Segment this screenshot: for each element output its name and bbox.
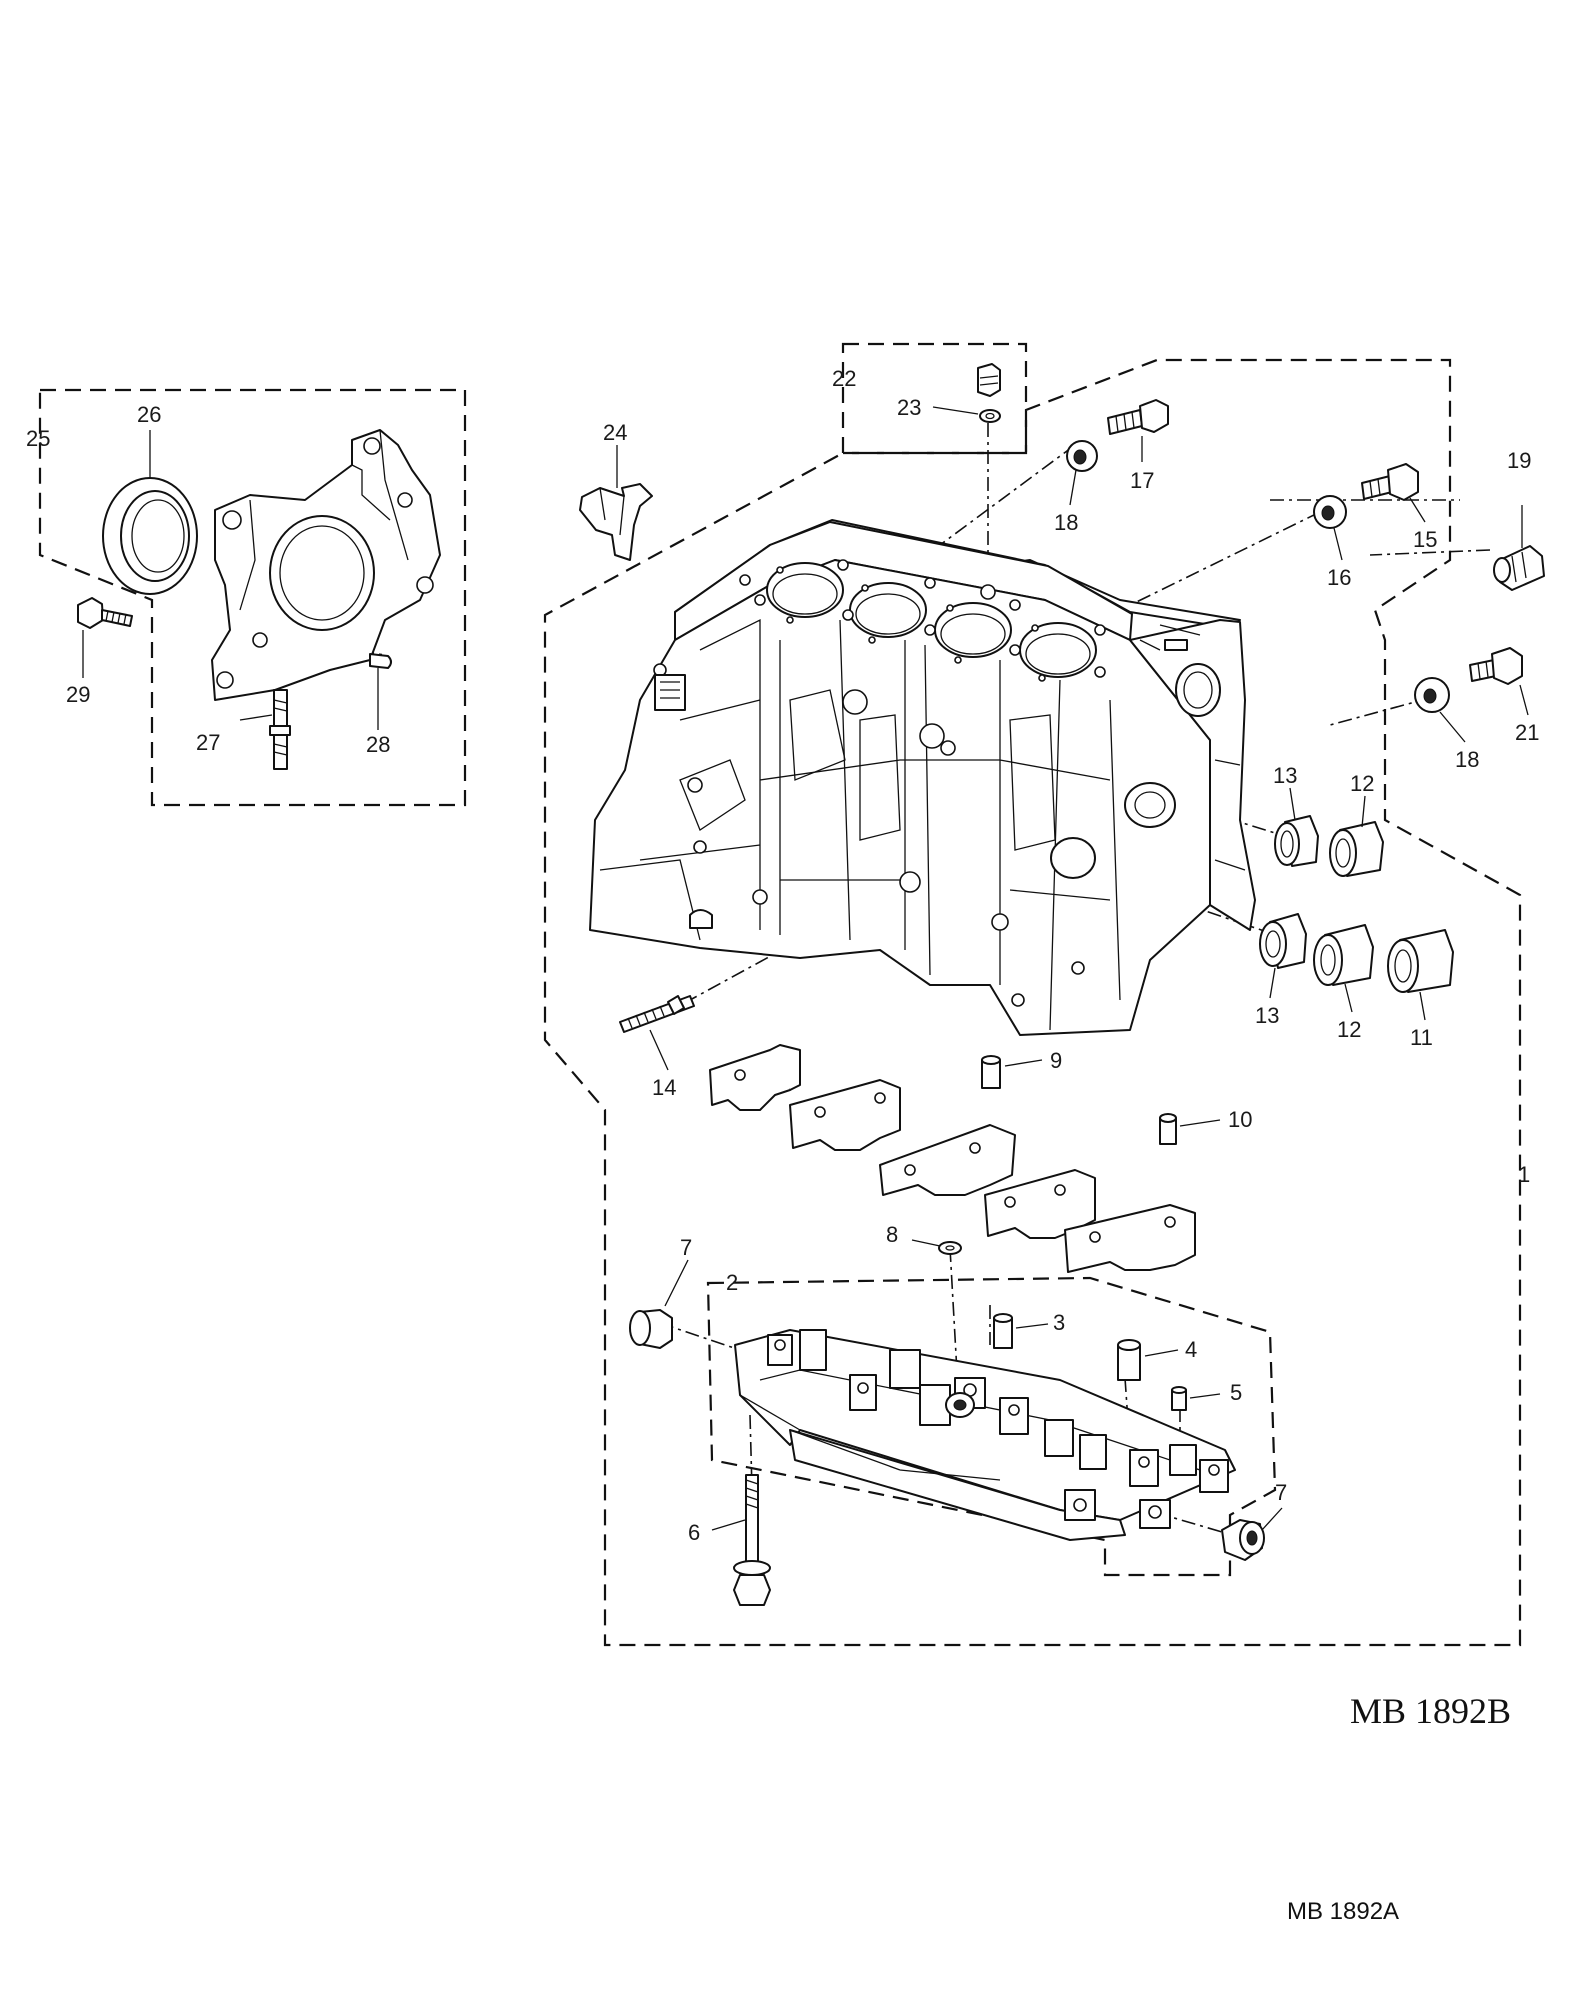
dowel-5: [1171, 1386, 1187, 1411]
bearing-cap-3: [879, 1124, 1016, 1196]
drain-plug-washer: [979, 409, 1001, 423]
plug-19: [1493, 545, 1545, 591]
callout-10: 10: [1228, 1107, 1252, 1132]
plug-7-right: [1221, 1519, 1265, 1561]
plug-17: [1107, 399, 1169, 435]
coolant-elbow: [579, 483, 653, 561]
cylinder-block: [589, 519, 1256, 1036]
bearing-13-lower: [1259, 913, 1307, 969]
callout-25: 25: [26, 426, 50, 451]
drain-plug-group-outline: [841, 342, 1028, 455]
callout-12-upper: 12: [1350, 771, 1374, 796]
rear-oil-seal-housing: [211, 429, 441, 701]
bearing-cap-4: [984, 1169, 1096, 1239]
leader-lines: [82, 406, 1529, 1531]
callout-21: 21: [1515, 720, 1539, 745]
diagram-reference-secondary: MB 1892A: [1287, 1898, 1399, 1925]
plug-7-left: [629, 1309, 673, 1349]
dowel-9: [981, 1055, 1001, 1089]
cam-bearings: [1259, 815, 1454, 993]
ladder-bosses: [767, 1329, 1229, 1529]
callout-13-lower: 13: [1255, 1003, 1279, 1028]
callout-12-lower: 12: [1337, 1017, 1361, 1042]
callout-24: 24: [603, 420, 627, 445]
sealing-washer-16: [1313, 495, 1347, 529]
sealing-washer-18-upper: [1066, 440, 1098, 472]
ladder-bolt: [733, 1474, 771, 1606]
cylinder-block-group-outline: [543, 358, 1522, 1647]
housing-stud: [269, 689, 291, 770]
deck-holes: [739, 559, 1106, 682]
bearing-cap-1: [709, 1044, 801, 1111]
callout-18-lower: 18: [1455, 747, 1479, 772]
diagram-reference-primary: MB 1892B: [1350, 1691, 1511, 1731]
callout-9: 9: [1050, 1048, 1062, 1073]
callout-17: 17: [1130, 468, 1154, 493]
callout-23: 23: [897, 395, 921, 420]
bearing-13-upper: [1274, 815, 1319, 867]
block-stud: [619, 995, 695, 1033]
callout-2: 2: [726, 1270, 738, 1295]
callout-7-right: 7: [1275, 1480, 1287, 1505]
drain-plug: [977, 363, 1001, 397]
callout-26: 26: [137, 402, 161, 427]
callout-5: 5: [1230, 1380, 1242, 1405]
bearing-11: [1387, 929, 1454, 993]
callout-3: 3: [1053, 1310, 1065, 1335]
callout-4: 4: [1185, 1337, 1197, 1362]
bearing-cap-2: [789, 1079, 901, 1151]
callout-19: 19: [1507, 448, 1531, 473]
callout-1: 1: [1518, 1162, 1530, 1187]
bearing-12-lower: [1313, 924, 1374, 986]
callout-13-upper: 13: [1273, 763, 1297, 788]
callout-15: 15: [1413, 527, 1437, 552]
dowel-10: [1159, 1113, 1177, 1145]
callout-14: 14: [652, 1075, 676, 1100]
dowel-3: [993, 1313, 1013, 1349]
bearing-cap-5: [1064, 1204, 1196, 1273]
callout-22: 22: [832, 366, 856, 391]
housing-bolt: [77, 597, 133, 629]
crankshaft-oil-seal: [102, 477, 198, 595]
callout-18-upper: 18: [1054, 510, 1078, 535]
cylinder-bores: [766, 562, 1097, 678]
bearing-ladder: [734, 1329, 1236, 1541]
callout-8: 8: [886, 1222, 898, 1247]
callout-29: 29: [66, 682, 90, 707]
main-bearing-caps: [709, 1044, 1196, 1273]
callout-28: 28: [366, 732, 390, 757]
callout-6: 6: [688, 1520, 700, 1545]
callout-7-left: 7: [680, 1235, 692, 1260]
plug-15: [1361, 463, 1419, 501]
oil-seal-housing-group-outline: [38, 388, 467, 807]
dowel-pin-rear: [369, 653, 392, 669]
plug-21: [1469, 647, 1523, 685]
callout-11: 11: [1410, 1025, 1433, 1050]
sealing-washer-18-lower: [1414, 677, 1450, 713]
washer-8: [938, 1241, 962, 1255]
bearing-12-upper: [1329, 821, 1384, 877]
callout-labels: 26 25 29 27 28 24 22 23 17 18 15 16 19 2…: [26, 366, 1539, 1545]
dowel-4: [1117, 1339, 1141, 1381]
callout-16: 16: [1327, 565, 1351, 590]
callout-27: 27: [196, 730, 220, 755]
